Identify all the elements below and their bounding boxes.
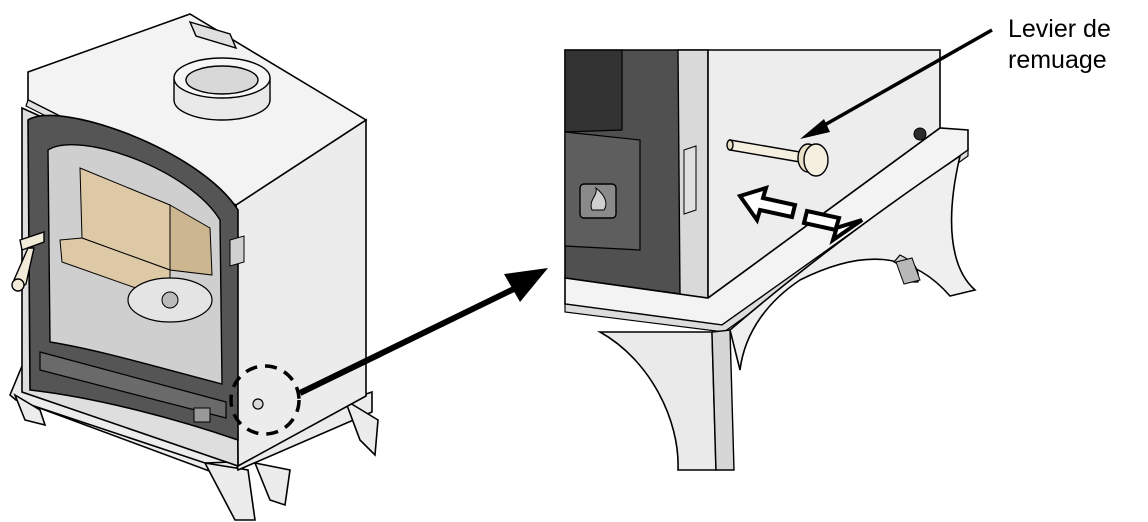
flue-collar xyxy=(173,20,271,121)
detail-leg-side xyxy=(729,154,977,371)
callout-arrow xyxy=(813,28,993,133)
callout-line-2: remuage xyxy=(1008,46,1107,74)
motion-arrows xyxy=(736,184,864,245)
shaking-lever-knob-small xyxy=(252,398,264,410)
stove-overview xyxy=(9,13,379,521)
zoom-arrow xyxy=(298,268,548,396)
highlight-circle xyxy=(229,364,301,436)
callout-line-1: Levier de xyxy=(1008,15,1111,43)
stove-detail xyxy=(564,28,993,471)
shaking-lever-label: Levier de remuage xyxy=(1008,14,1111,76)
shaking-lever xyxy=(726,139,829,177)
detail-leg-front xyxy=(596,331,717,471)
door-handle xyxy=(11,231,45,292)
